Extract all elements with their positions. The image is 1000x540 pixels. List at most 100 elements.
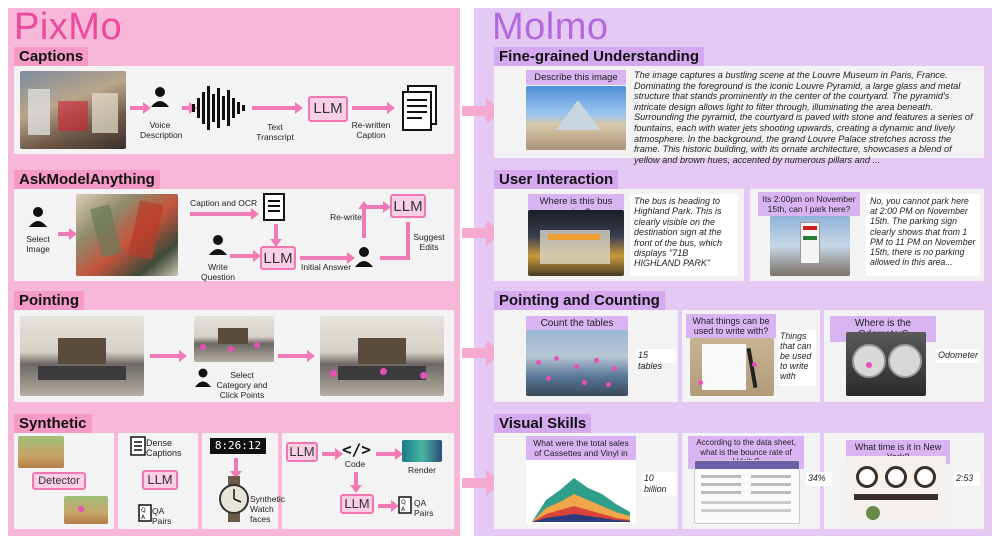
llm-box: LLM xyxy=(390,194,426,218)
user-label: User Interaction xyxy=(494,170,619,190)
voice-description-label: Voice Description xyxy=(140,120,183,140)
arrow xyxy=(378,500,399,512)
synthetic-watch-label: Synthetic Watch faces xyxy=(250,494,285,524)
person-icon xyxy=(29,207,47,227)
person-icon xyxy=(151,87,169,107)
visual-label: Visual Skills xyxy=(494,414,592,434)
pc-a2: Things that can be used to write with xyxy=(778,330,816,386)
arrow xyxy=(376,448,403,460)
captions-label: Captions xyxy=(14,47,89,67)
arrow xyxy=(252,102,303,114)
text-transcript-label: Text Transcript xyxy=(256,122,294,142)
qa-pairs-label: QA Pairs xyxy=(152,506,172,526)
flow-arrow xyxy=(462,220,502,246)
writing-photo xyxy=(690,338,774,396)
arrow xyxy=(362,208,366,238)
living-room-photo xyxy=(20,316,144,396)
flow-arrow xyxy=(462,470,502,496)
arrow xyxy=(130,102,151,114)
ama-label: AskModelAnything xyxy=(14,170,160,190)
arrow xyxy=(58,228,77,240)
visual-a3: 2:53 xyxy=(954,472,980,486)
suggest-edits-label: Suggest Edits xyxy=(413,232,445,252)
document-icon xyxy=(402,85,437,131)
dense-captions-label: Dense Captions xyxy=(146,438,182,458)
arrow xyxy=(270,224,282,247)
flow-arrow xyxy=(462,98,502,124)
visual-a2: 34% xyxy=(806,472,832,486)
qa-icon: QA xyxy=(138,504,152,522)
dog-image xyxy=(18,436,64,468)
living-room-photo-points xyxy=(194,316,274,362)
synthetic-label: Synthetic xyxy=(14,414,92,434)
llm-box: LLM xyxy=(142,470,178,490)
select-category-label: Select Category and Click Points xyxy=(216,370,268,400)
dog-image-detected xyxy=(64,496,108,524)
user-a1: The bus is heading to Highland Park. Thi… xyxy=(630,194,738,276)
pc-q1: Count the tables xyxy=(526,316,628,331)
svg-text:Q: Q xyxy=(141,507,146,514)
detector-box: Detector xyxy=(32,472,86,490)
molmo-title: Molmo xyxy=(492,6,609,48)
area-chart-image xyxy=(526,460,636,524)
qa-icon: QA xyxy=(398,496,412,514)
clocks-photo xyxy=(846,456,946,522)
rewrite-label: Re-write xyxy=(330,212,362,222)
arrow xyxy=(230,458,242,479)
select-image-label: Select Image xyxy=(26,234,50,254)
document-icon xyxy=(130,436,146,456)
render-image xyxy=(402,440,442,462)
arrow xyxy=(190,208,259,220)
user-q2: Its 2:00pm on November 15th, can I park … xyxy=(758,192,860,216)
market-photo xyxy=(20,71,126,149)
visual-a1: 10 billion xyxy=(642,472,676,496)
person-icon xyxy=(355,247,373,267)
llm-box: LLM xyxy=(286,442,318,462)
painting-image xyxy=(76,194,178,276)
svg-text:A: A xyxy=(141,514,146,521)
parking-sign-photo xyxy=(770,216,850,276)
write-question-label: Write Question xyxy=(200,262,236,282)
initial-answer-label: Initial Answer xyxy=(300,262,352,272)
louvre-photo xyxy=(526,86,626,150)
watch-icon xyxy=(219,476,249,522)
arrow xyxy=(150,350,187,362)
arrow xyxy=(350,472,362,493)
pc-a1: 15 tables xyxy=(636,349,676,371)
pc-a3: Odometer xyxy=(936,349,980,363)
pointing-label: Pointing xyxy=(14,291,84,311)
render-label: Render xyxy=(408,465,436,475)
fine-label: Fine-grained Understanding xyxy=(494,47,705,67)
code-icon: </> xyxy=(342,440,371,459)
digital-clock: 8:26:12 xyxy=(210,438,266,454)
pc-q2: What things can be used to write with? xyxy=(686,314,776,338)
svg-text:Q: Q xyxy=(401,499,406,506)
pc-label: Pointing and Counting xyxy=(494,291,665,311)
arrow xyxy=(322,448,343,460)
arrow xyxy=(230,250,261,262)
fine-answer: The image captures a bustling scene at t… xyxy=(634,70,973,165)
flow-arrow xyxy=(462,340,502,366)
user-a2: No, you cannot park here at 2:00 PM on N… xyxy=(866,194,980,276)
arrow xyxy=(352,102,395,114)
document-icon xyxy=(263,193,285,221)
rewritten-caption-label: Re-written Caption xyxy=(351,120,391,140)
living-room-photo-result xyxy=(320,316,444,396)
fine-question: Describe this image xyxy=(526,70,626,85)
waveform-icon xyxy=(192,86,245,130)
bus-photo xyxy=(528,210,624,276)
tables-photo xyxy=(526,330,628,396)
data-sheet-image xyxy=(694,460,800,524)
pixmo-title: PixMo xyxy=(14,6,123,48)
person-icon xyxy=(195,368,211,387)
arrow xyxy=(300,252,355,264)
person-icon xyxy=(209,235,227,255)
caption-ocr-label: Caption and OCR xyxy=(190,198,258,208)
llm-box: LLM xyxy=(260,246,296,270)
qa-pairs-label: QA Pairs xyxy=(414,498,434,518)
code-label: Code xyxy=(344,459,366,469)
arrow xyxy=(278,350,315,362)
arrow xyxy=(362,201,391,213)
llm-box: LLM xyxy=(308,96,348,122)
arrow xyxy=(182,102,197,114)
